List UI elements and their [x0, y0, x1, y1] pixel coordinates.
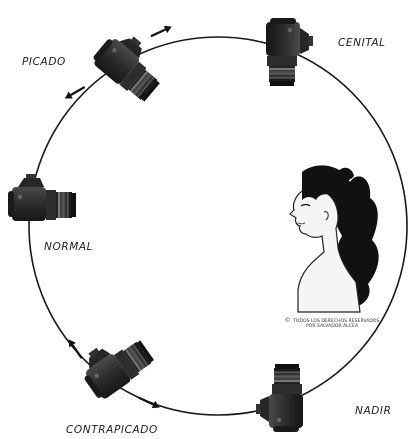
camera-cenital: [266, 18, 313, 86]
subject-woman-illustration: [289, 165, 379, 313]
copyright-line-2: POR SALVADOR ALCEA: [306, 324, 358, 330]
label-contrapicado: CONTRAPICADO: [66, 424, 158, 436]
label-picado: PICADO: [22, 56, 66, 68]
camera-picado: [89, 24, 173, 105]
label-nadir: NADIR: [355, 405, 392, 417]
camera-contrapicado: [73, 324, 157, 403]
arrow-picado-left: [64, 86, 86, 99]
arrow-contrapicado-down: [138, 396, 160, 409]
copyright-notice: © TODOS LOS DERECHOS RESERVADOS POR SALV…: [282, 318, 382, 330]
camera-nadir: [256, 364, 303, 432]
copyright-line-1: TODOS LOS DERECHOS RESERVADOS: [293, 319, 380, 324]
arrow-contrapicado-up: [68, 339, 83, 359]
copyright-symbol: ©: [284, 317, 291, 324]
label-cenital: CENITAL: [338, 37, 386, 49]
camera-normal: [8, 174, 76, 221]
label-normal: NORMAL: [44, 241, 94, 253]
angle-circle: [28, 36, 408, 416]
arrow-picado-top: [150, 25, 172, 38]
